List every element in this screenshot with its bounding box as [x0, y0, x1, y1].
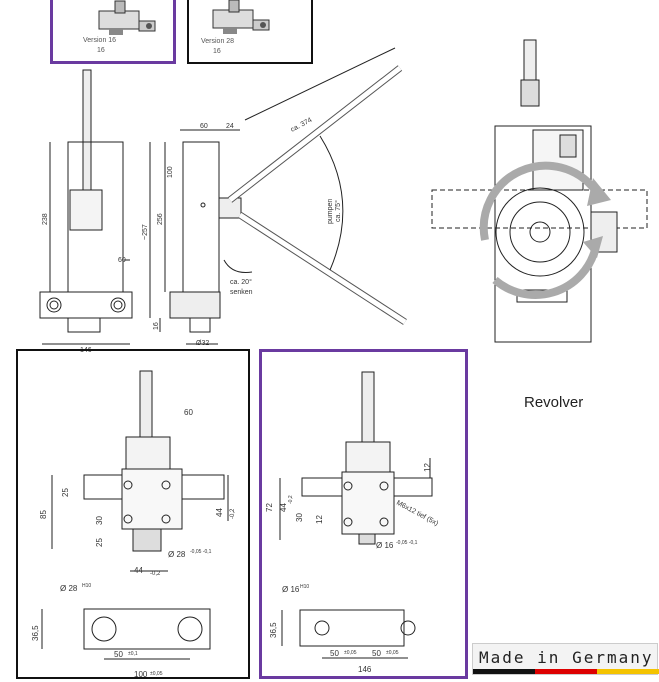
flag-gold-stripe	[597, 669, 659, 674]
thumbnail-drawing	[212, 0, 270, 34]
dim-100: 100	[134, 670, 148, 679]
dim-365: 36,5	[31, 625, 40, 641]
dim-60: 60	[200, 123, 208, 130]
dim-24: 24	[226, 123, 234, 130]
side-body	[182, 141, 220, 293]
dim-238: 238	[42, 213, 49, 225]
dim-20: ca. 20°	[230, 278, 252, 286]
dim-12b: 12	[315, 515, 324, 524]
thumbnail-drawing	[98, 0, 156, 35]
dim-44: 44	[279, 503, 288, 512]
thumbnail-version-16[interactable]: Version 16 16	[50, 0, 176, 64]
main-technical-drawing: 60 24 ca. 374 238 ~257 256 100 60 16 146…	[39, 47, 407, 354]
dim-50a: 50	[330, 649, 339, 658]
dim-100: 100	[167, 166, 174, 178]
dim-30: 30	[295, 513, 304, 522]
badge-text: Made in Germany	[479, 648, 654, 667]
thumbnail-version-label: Version 28	[201, 38, 235, 45]
dim-44-tol: -0,2	[288, 495, 294, 504]
thumbnail-version-28[interactable]: Version 28 16	[187, 0, 313, 64]
dim-256: 256	[157, 213, 164, 225]
base-plate	[39, 291, 133, 319]
dim-85: 85	[39, 510, 48, 519]
dim-50b: 50	[372, 649, 381, 658]
dim-16: 16	[153, 322, 160, 330]
made-in-germany-badge: Made in Germany	[472, 643, 659, 675]
flag-black-stripe	[473, 669, 535, 674]
dim-100-tol: ±0,05	[150, 671, 163, 677]
dim-25a: 25	[61, 488, 70, 497]
dim-50: 50	[114, 650, 123, 659]
panel-left-drawing: 60 25 85 30 25 44 -0,2 44 -0,2 Ø 28 -0,0…	[31, 370, 236, 679]
thread-spec: M6x12 tief (5x)	[395, 500, 439, 528]
panel-version-16[interactable]: 12 72 44 -0,2 30 12 M6x12 tief (5x) Ø 16…	[259, 349, 468, 679]
dim-44b: 44	[134, 566, 143, 575]
revolver-label: Revolver	[524, 394, 584, 411]
dim-28-tol: -0,05 -0,1	[190, 549, 212, 555]
rotation-arrows-icon	[479, 161, 611, 299]
dim-50-tol: ±0,1	[128, 651, 138, 657]
flag-red-stripe	[535, 669, 597, 674]
dim-32: Ø32	[196, 340, 209, 347]
dim-257: ~257	[142, 224, 149, 240]
dim-50b-tol: ±0,05	[386, 650, 399, 656]
dim-28h-tol: H10	[82, 583, 91, 589]
dim-60: 60	[184, 408, 193, 417]
dim-72: 72	[265, 503, 274, 512]
dim-16: Ø 16	[376, 541, 394, 550]
dim-60b: 60	[118, 257, 126, 264]
side-base	[169, 291, 221, 319]
panel-version-28[interactable]: 60 25 85 30 25 44 -0,2 44 -0,2 Ø 28 -0,0…	[16, 349, 250, 679]
dim-44b-tol: -0,2	[150, 571, 161, 577]
label-senken: senken	[230, 289, 253, 296]
dim-365: 36,5	[269, 622, 278, 638]
dim-146: 146	[358, 665, 372, 674]
dim-12a: 12	[423, 463, 432, 472]
handle-rod	[82, 69, 92, 201]
thumbnail-size-label: 16	[213, 48, 221, 55]
dim-16-tol: -0,05 -0,1	[396, 540, 418, 546]
thumbnail-version-label: Version 16	[83, 37, 117, 44]
dim-16h-tol: H10	[300, 584, 309, 590]
dim-50a-tol: ±0,05	[344, 650, 357, 656]
panel-right-drawing: 12 72 44 -0,2 30 12 M6x12 tief (5x) Ø 16…	[265, 371, 439, 674]
clamp-head	[69, 189, 103, 231]
dim-30: 30	[95, 516, 104, 525]
dim-44-tol: -0,2	[230, 508, 236, 519]
dim-44: 44	[215, 508, 224, 517]
dim-374: ca. 374	[290, 117, 314, 134]
dim-28: Ø 28	[168, 550, 186, 559]
dim-75: ca. 75°	[334, 200, 342, 222]
dim-25b: 25	[95, 538, 104, 547]
thumbnail-size-label: 16	[97, 47, 105, 54]
dim-28h: Ø 28	[60, 584, 78, 593]
label-pumpen: pumpen	[327, 199, 334, 224]
revolver-drawing	[431, 39, 648, 343]
dim-16h: Ø 16	[282, 585, 300, 594]
